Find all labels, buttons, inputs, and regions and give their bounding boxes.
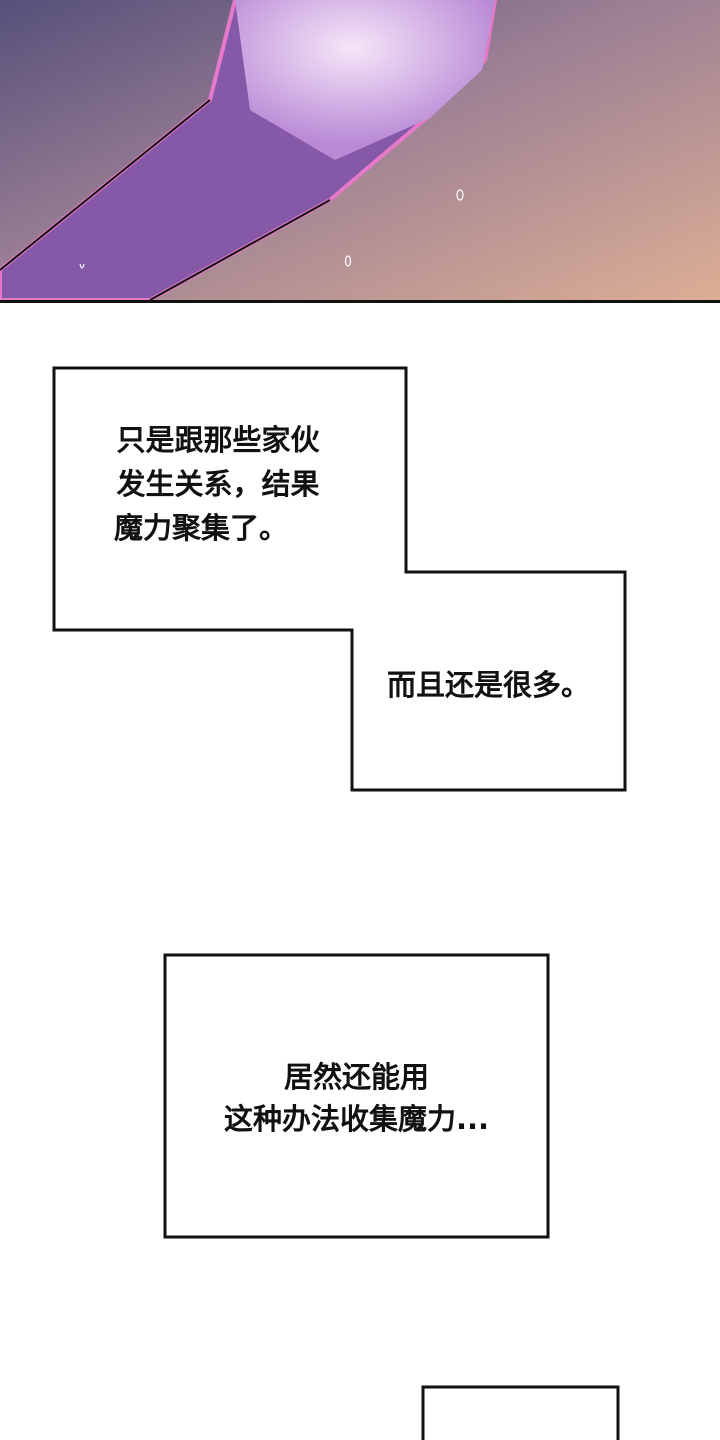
text-line: 居然还能用 [283, 1060, 429, 1094]
text-line: 只是跟那些家伙 [116, 423, 320, 457]
text-line: 发生关系，结果 [116, 467, 320, 501]
narration-text-2: 而且还是很多。 [352, 663, 625, 707]
arm-illustration [0, 0, 720, 300]
narration-box-3 [421, 1385, 620, 1440]
narration-text-1: 只是跟那些家伙 发生关系，结果 魔力聚集了。 [78, 418, 358, 550]
fist-shape [235, 0, 495, 160]
comic-panel-raised-fist [0, 0, 720, 303]
text-line: 这种办法收集魔力... [223, 1102, 490, 1136]
text-line: 而且还是很多。 [386, 668, 590, 702]
text-line: 魔力聚集了。 [114, 511, 289, 545]
narration-text-3: 居然还能用 这种办法收集魔力... [165, 1056, 548, 1140]
